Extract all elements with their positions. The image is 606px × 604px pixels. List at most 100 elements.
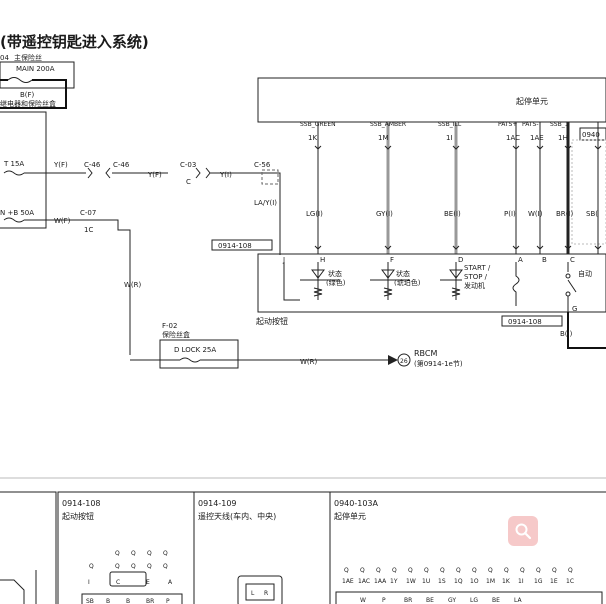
pin-wire-color-0: LG(I) [306, 210, 323, 218]
connector-1-name: 起动按钮 [62, 511, 94, 521]
conn3-q-12: Q [536, 567, 541, 574]
left-connector-outline [0, 570, 37, 604]
conn3-code-8: 1O [470, 578, 479, 585]
magnifier-icon [515, 523, 532, 540]
start-line2: STOP / [464, 273, 488, 281]
wire-w-r-1: W(R) [124, 281, 142, 289]
conn1-q-top-3: Q [163, 550, 168, 557]
conn1-code-0: I [88, 579, 90, 586]
conn1-pin-4: P [166, 598, 170, 604]
state-amber-line2: (琥珀色) [394, 278, 421, 287]
pin-connector-mark-3 [512, 145, 520, 250]
conn1-q-mid-3: Q [147, 563, 152, 570]
start-button-ref-box-bottom [501, 315, 563, 327]
conn1-q-top-2: Q [147, 550, 152, 557]
state-amber-line1: 状态 [396, 269, 410, 278]
main-wire-label: B(F) [20, 91, 35, 99]
wire-w-f: W(F) [54, 217, 71, 225]
conn1-q-mid-1: Q [115, 563, 120, 570]
zoom-button[interactable] [508, 516, 538, 546]
stop-start-dotted-outline [571, 139, 606, 245]
diagram-title: (带遥控钥匙进入系统) [0, 33, 149, 51]
conn1-code-3: A [168, 579, 173, 586]
pin-wire-color-5: BR(I) [556, 210, 573, 218]
pin-wire-color-6: SB( [586, 210, 598, 218]
conn3-q-3: Q [392, 567, 397, 574]
green-led-resistor [313, 287, 323, 297]
pin-wire-color-1: GY(I) [376, 210, 393, 218]
conn3-q-13: Q [552, 567, 557, 574]
antenna-coil [512, 262, 520, 306]
pin-wire-color-2: BE(I) [444, 210, 461, 218]
connector-panel-stop-unit [329, 491, 606, 604]
state-green-line1: 状态 [328, 269, 342, 278]
pin-number-1: 1M [378, 134, 389, 142]
pin-wire-color-3: P(I) [504, 210, 516, 218]
pin-wire-color-4: W(I) [528, 210, 543, 218]
conn3-code-5: 1U [422, 578, 430, 585]
stop-start-unit-box [257, 77, 606, 123]
fuse-50-symbol [3, 217, 25, 223]
f02-ref: F-02 [162, 322, 177, 330]
pin-signal-0: SSB_GREEN [300, 121, 336, 128]
start-led-circuit [440, 262, 462, 300]
conn3-q-11: Q [520, 567, 525, 574]
connector-c56: C-56 [254, 161, 271, 169]
conn3-pin-5: LG [470, 597, 478, 604]
c03-connector-symbol [195, 167, 211, 179]
amber-led-diode [381, 269, 395, 279]
connector-panel-left [0, 491, 57, 604]
start-button-term-g: G [572, 305, 577, 313]
connector-c07: C-07 [80, 209, 96, 217]
conn3-code-13: 1E [550, 578, 558, 585]
f02-fuse-box [159, 339, 239, 369]
button-terminal-1: F [390, 256, 394, 264]
conn3-q-4: Q [408, 567, 413, 574]
green-led-diode [311, 269, 325, 279]
start-line1: START / [464, 264, 491, 272]
conn3-pin-6: BE [492, 597, 500, 604]
ground-wire [567, 312, 606, 349]
conn3-code-11: 1I [518, 578, 524, 585]
start-button-ref-bottom: 0914-108 [508, 318, 542, 326]
pin-number-0: 1K [308, 134, 317, 142]
pin-signal-1: SSB_AMBER [370, 121, 406, 128]
wire-y-f-1: Y(F) [53, 161, 68, 169]
conn3-code-7: 1Q [454, 578, 463, 585]
conn1-pin-1: B [106, 598, 110, 604]
conn3-pin-1: P [382, 597, 386, 604]
main-fuse-box [0, 61, 75, 89]
pin-columns: SSB_GREEN1KLG(I)HSSB_AMBER1MGY(I)FSSB_IL… [300, 121, 602, 264]
connector-c03: C-03 [180, 161, 196, 169]
connector-2-ref: 0914-109 [198, 499, 237, 508]
pin-signal-2: SSB_ILL [438, 121, 462, 128]
rbcm-num: 26 [400, 358, 408, 365]
f02-name: 保险丝盒 [162, 330, 190, 339]
fuse-box-name: 主保险丝 [14, 53, 42, 62]
pin-connector-mark-5 [564, 145, 572, 250]
conn3-code-2: 1AA [374, 578, 387, 585]
conn3-code-12: 1G [534, 578, 543, 585]
wire-la-y: LA/Y(I) [254, 199, 277, 207]
connector-3-name: 起停单元 [334, 511, 366, 521]
connector-3-ref: 0940-103A [334, 499, 379, 508]
antenna-connector-face [245, 583, 275, 601]
conn3-code-0: 1AE [342, 578, 354, 585]
auto-label: 自动 [578, 269, 592, 278]
conn1-q-mid-4: Q [163, 563, 168, 570]
pin-number-3: 1AC [506, 134, 520, 142]
relay-box-label: 继电器和保险丝盒 [0, 99, 56, 108]
conn3-code-3: 1Y [390, 578, 398, 585]
conn3-q-5: Q [424, 567, 429, 574]
main-fuse-wire [0, 79, 67, 109]
pin-connector-mark-1 [384, 145, 392, 250]
connector-c46-a: C-46 [84, 161, 101, 169]
c56-connector-outline [261, 169, 279, 185]
conn1-pin-3: BR [146, 598, 154, 604]
button-terminal-2: D [458, 256, 463, 264]
conn3-pin-0: W [360, 597, 366, 604]
connector-c46-b: C-46 [113, 161, 130, 169]
antenna-pin-r: R [264, 590, 268, 597]
conn1-pin-row [81, 593, 183, 604]
